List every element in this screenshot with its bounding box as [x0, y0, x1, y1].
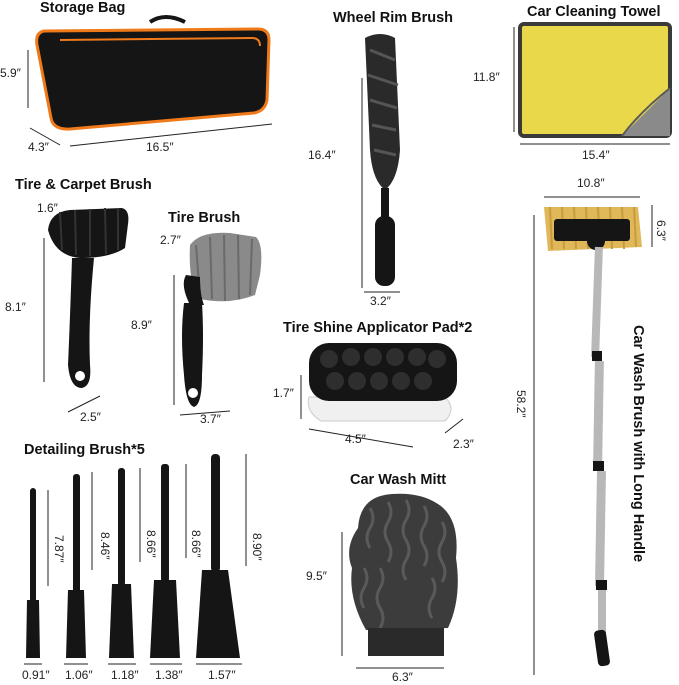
- long-handle-brush-image: [533, 196, 653, 675]
- mitt-height-label: 9.5″: [306, 569, 327, 583]
- det-height-4: 8.66″: [189, 530, 203, 558]
- title-storage-bag: Storage Bag: [40, 0, 126, 16]
- pad-length-label: 4.5″: [345, 432, 366, 446]
- carpet-length-label: 8.1″: [5, 300, 26, 314]
- mitt-width-label: 6.3″: [392, 670, 413, 684]
- detailing-brushes-image: [24, 454, 247, 665]
- carpet-top-label: 1.6″: [37, 201, 58, 215]
- title-long-handle-brush: Car Wash Brush with Long Handle: [630, 325, 646, 563]
- det-height-5: 8.90″: [250, 533, 264, 561]
- storage-bag-image: [27, 15, 273, 147]
- title-car-cleaning-towel: Car Cleaning Towel: [527, 4, 661, 20]
- pad-depth-label: 2.3″: [453, 437, 474, 451]
- tire-top-label: 2.7″: [160, 233, 181, 247]
- det-width-3: 1.18″: [111, 668, 139, 682]
- pad-height-label: 1.7″: [273, 386, 294, 400]
- title-detailing-brush: Detailing Brush*5: [24, 442, 145, 458]
- long-head-height-label: 6.3″: [654, 220, 668, 241]
- title-tire-brush: Tire Brush: [168, 210, 241, 226]
- rim-width-label: 3.2″: [370, 294, 391, 308]
- carpet-width-label: 2.5″: [80, 410, 101, 424]
- car-wash-mitt-image: [341, 493, 458, 669]
- wheel-rim-brush-image: [361, 34, 400, 293]
- det-width-4: 1.38″: [155, 668, 183, 682]
- tire-brush-image: [173, 232, 262, 416]
- tire-width-label: 3.7″: [200, 412, 221, 426]
- det-width-2: 1.06″: [65, 668, 93, 682]
- title-tire-carpet-brush: Tire & Carpet Brush: [15, 177, 152, 193]
- tire-shine-pad-image: [300, 343, 464, 448]
- rim-length-label: 16.4″: [308, 148, 336, 162]
- tire-length-label: 8.9″: [131, 318, 152, 332]
- long-head-width-label: 10.8″: [577, 176, 605, 190]
- title-tire-shine-pad: Tire Shine Applicator Pad*2: [283, 320, 473, 336]
- title-car-wash-mitt: Car Wash Mitt: [350, 472, 447, 488]
- det-width-1: 0.91″: [22, 668, 50, 682]
- det-height-3: 8.66″: [144, 530, 158, 558]
- det-height-2: 8.46″: [98, 532, 112, 560]
- long-total-label: 58.2″: [514, 390, 528, 418]
- tire-carpet-brush-image: [43, 207, 129, 413]
- title-wheel-rim-brush: Wheel Rim Brush: [333, 10, 454, 26]
- bag-depth-label: 4.3″: [28, 140, 49, 154]
- towel-height-label: 11.8″: [473, 70, 500, 84]
- bag-height-label: 5.9″: [0, 66, 21, 80]
- car-cleaning-towel-image: [513, 22, 672, 145]
- towel-width-label: 15.4″: [582, 148, 610, 162]
- det-width-5: 1.57″: [208, 668, 236, 682]
- det-height-1: 7.87″: [52, 535, 66, 563]
- bag-length-label: 16.5″: [146, 140, 174, 154]
